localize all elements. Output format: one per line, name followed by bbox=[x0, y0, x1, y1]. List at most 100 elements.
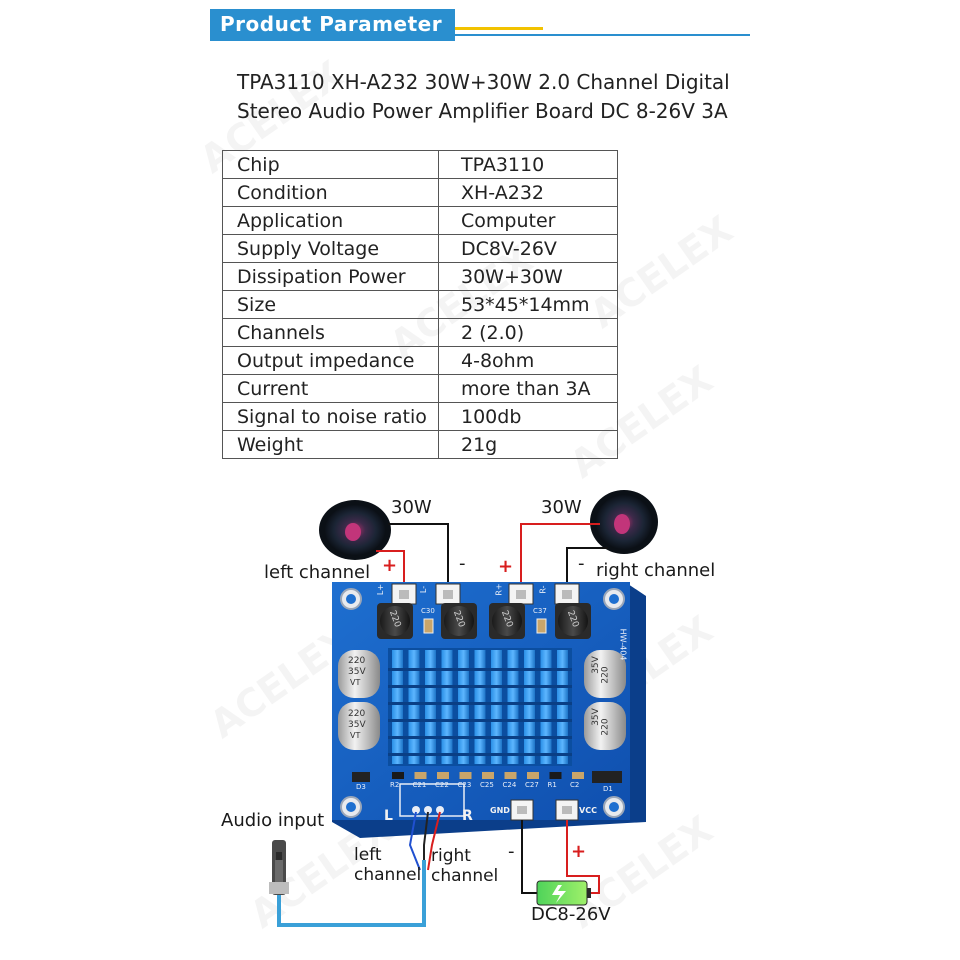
cap-label-rt-2: 35V bbox=[590, 656, 601, 674]
heatsink-fin bbox=[392, 650, 403, 764]
heatsink-slot bbox=[388, 719, 572, 722]
smd-component bbox=[527, 772, 539, 779]
board-l-label: L bbox=[384, 808, 393, 824]
left-minus-wire bbox=[388, 523, 449, 591]
c37-label: C37 bbox=[533, 607, 547, 615]
cap-label-rb-1: 220 bbox=[600, 718, 611, 736]
cap-label-lb-1: 220 bbox=[348, 709, 366, 719]
gnd-label: GND bbox=[490, 806, 510, 815]
audio-jack-icon bbox=[269, 840, 289, 895]
heatsink-fin bbox=[474, 650, 486, 764]
electrolytic-capacitors bbox=[338, 650, 626, 750]
cap-label-lb-3: VT bbox=[350, 731, 361, 740]
cap-label-lt-2: 35V bbox=[348, 667, 366, 677]
spec-value: 53*45*14mm bbox=[438, 290, 618, 319]
d3-label: D3 bbox=[356, 783, 366, 791]
heatsink-fin bbox=[540, 650, 552, 764]
spec-label: Condition bbox=[222, 178, 439, 207]
right-minus-wire bbox=[566, 547, 608, 591]
left-plus-sign: + bbox=[382, 555, 398, 576]
component-label: C27 bbox=[525, 781, 539, 789]
term-l-minus: L- bbox=[419, 585, 429, 594]
product-title-line-1: TPA3110 XH-A232 30W+30W 2.0 Channel Digi… bbox=[237, 70, 730, 94]
component-label: C23 bbox=[457, 781, 472, 789]
component-label: R2 bbox=[390, 781, 400, 789]
left-channel-label: left channel bbox=[264, 562, 371, 583]
spec-label: Channels bbox=[222, 318, 439, 347]
component-label: C25 bbox=[480, 781, 494, 789]
heatsink-slot bbox=[388, 668, 572, 671]
heatsink-fin bbox=[491, 650, 502, 764]
spec-label: Dissipation Power bbox=[222, 262, 439, 291]
board-r-label: R bbox=[462, 808, 473, 824]
component-label: C24 bbox=[502, 781, 517, 789]
header-accent-stripe bbox=[455, 27, 543, 30]
spec-value: XH-A232 bbox=[438, 178, 618, 207]
power-minus-sign: - bbox=[508, 841, 515, 862]
input-left-label-2: channel bbox=[354, 865, 422, 885]
power-minus-wire bbox=[521, 820, 541, 894]
audio-input-label: Audio input bbox=[221, 810, 325, 831]
input-cable bbox=[277, 860, 426, 927]
heatsink bbox=[388, 648, 572, 766]
amplifier-board bbox=[332, 582, 646, 838]
cap-label-lt-3: VT bbox=[350, 678, 361, 687]
left-power-label: 30W bbox=[391, 497, 432, 518]
smd-component bbox=[459, 772, 472, 779]
spec-value: more than 3A bbox=[438, 374, 618, 403]
section-header-title: Product Parameter bbox=[220, 12, 443, 36]
component-label: C2 bbox=[570, 781, 580, 789]
heatsink-slot bbox=[388, 753, 572, 756]
d1-label: D1 bbox=[603, 785, 613, 793]
smd-component bbox=[504, 772, 517, 779]
heatsink-slot bbox=[388, 736, 572, 739]
input-left-label: left bbox=[354, 845, 382, 865]
right-channel-label: right channel bbox=[596, 560, 716, 581]
spec-value: TPA3110 bbox=[438, 150, 618, 179]
cap-label-lb-2: 35V bbox=[348, 720, 366, 730]
product-title: TPA3110 XH-A232 30W+30W 2.0 Channel Digi… bbox=[237, 68, 730, 126]
input-right-label-2: channel bbox=[431, 866, 499, 886]
spec-label: Weight bbox=[222, 430, 439, 459]
smd-component bbox=[572, 772, 584, 779]
heatsink-fin bbox=[425, 650, 436, 764]
section-header-bar bbox=[210, 9, 455, 41]
heatsink-fin bbox=[408, 650, 420, 764]
input-right-label: right bbox=[431, 846, 471, 866]
left-speaker-icon bbox=[319, 500, 391, 560]
c30-label: C30 bbox=[421, 607, 435, 615]
heatsink-fin bbox=[557, 650, 568, 764]
spec-label: Application bbox=[222, 206, 439, 235]
heatsink-fin bbox=[458, 650, 469, 764]
heatsink-slot bbox=[388, 702, 572, 705]
right-minus-sign: - bbox=[578, 553, 585, 574]
term-r-plus: R+ bbox=[494, 583, 504, 596]
heatsink-fin bbox=[524, 650, 535, 764]
left-minus-sign: - bbox=[459, 553, 466, 574]
smd-component bbox=[437, 772, 449, 779]
input-wire-left bbox=[408, 811, 421, 871]
vcc-label: VCC bbox=[579, 806, 597, 815]
smd-component bbox=[414, 772, 427, 779]
spec-value: DC8V-26V bbox=[438, 234, 618, 263]
right-plus-sign: + bbox=[498, 556, 514, 577]
spec-value: 4-8ohm bbox=[438, 346, 618, 375]
spec-label: Signal to noise ratio bbox=[222, 402, 439, 431]
heatsink-fin bbox=[507, 650, 519, 764]
product-title-line-2: Stereo Audio Power Amplifier Board DC 8-… bbox=[237, 99, 728, 123]
right-power-label: 30W bbox=[541, 497, 582, 518]
term-r-minus: R- bbox=[538, 585, 548, 594]
input-wire-right bbox=[427, 811, 441, 871]
cap-label-lt-1: 220 bbox=[348, 656, 366, 666]
power-plus-sign: + bbox=[571, 841, 587, 862]
left-plus-wire bbox=[376, 550, 405, 591]
component-label: C22 bbox=[435, 781, 449, 789]
power-supply-label: DC8-26V bbox=[531, 904, 611, 925]
